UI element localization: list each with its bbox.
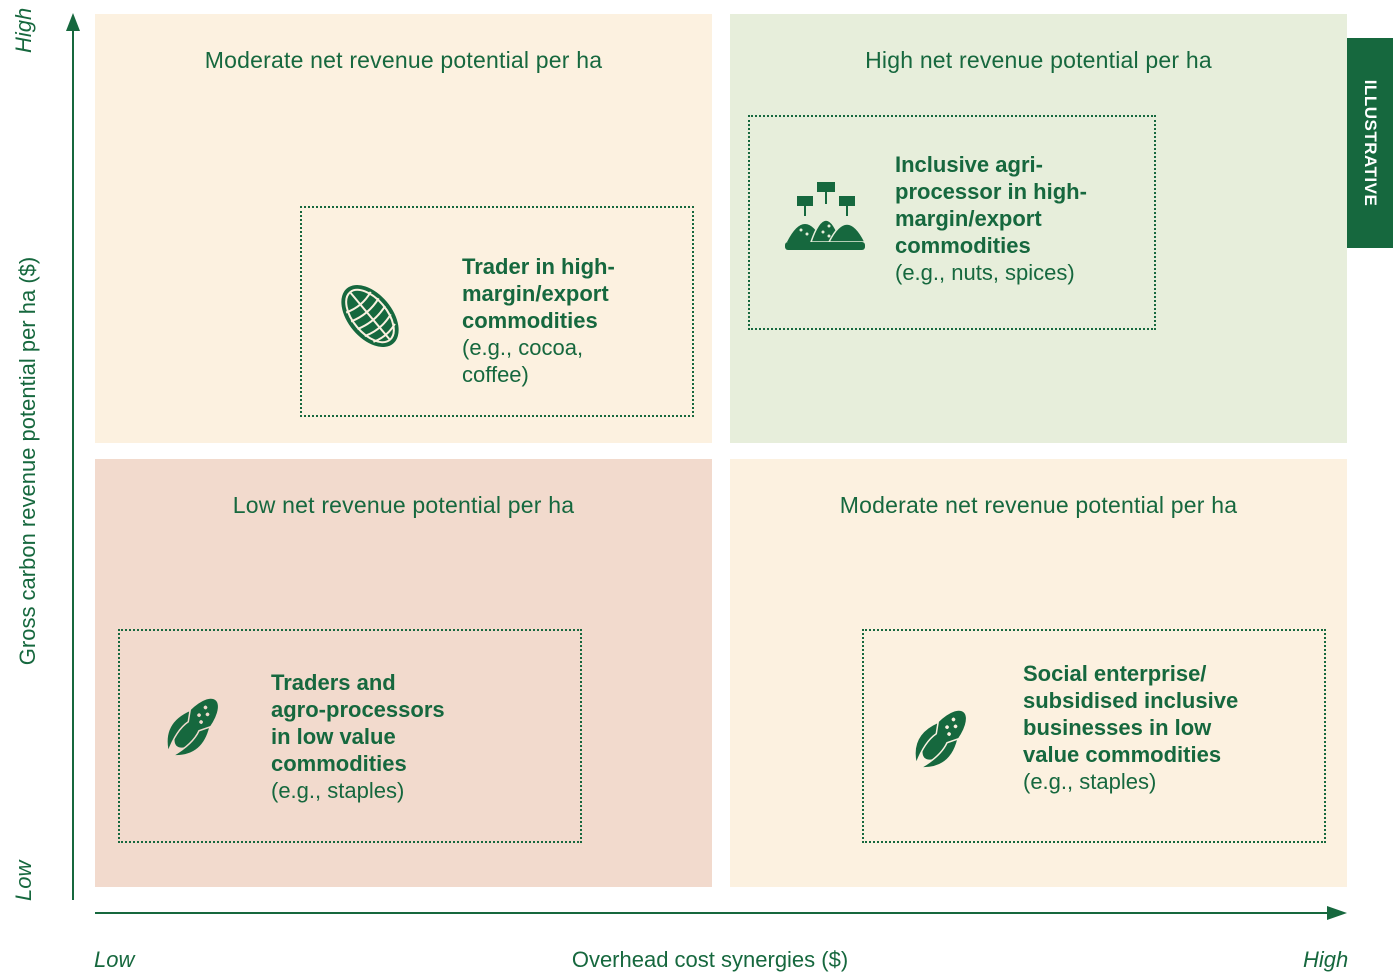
illustrative-label: ILLUSTRATIVE [1361, 79, 1380, 207]
y-axis-high-label: High [11, 7, 36, 53]
business-text-trader: Trader in high- margin/export commoditie… [462, 253, 615, 388]
quadrant-title: Moderate net revenue potential per ha [204, 47, 603, 73]
business-box-social-enterprise [862, 629, 1326, 843]
business-box-inclusive-agri-processor [748, 115, 1156, 330]
quadrant-top-left: Moderate net revenue potential per ha [95, 14, 712, 443]
business-example: (e.g., staples) [1023, 769, 1157, 794]
corn-icon [166, 698, 218, 757]
quadrant-bottom-left: Low net revenue potential per ha [95, 459, 712, 887]
x-axis-title: Overhead cost synergies ($) [571, 947, 849, 972]
quadrant-top-right: High net revenue potential per ha [730, 14, 1347, 443]
y-axis-low-label: Low [11, 860, 36, 901]
quadrant-title: Low net revenue potential per ha [232, 492, 575, 518]
business-example: (e.g., nuts, spices) [895, 260, 1075, 285]
quadrant-title: High net revenue potential per ha [865, 47, 1212, 73]
business-name: Trader in high- margin/export commoditie… [462, 254, 615, 333]
business-name: Traders and agro-processors in low value… [271, 670, 445, 776]
cocoa-pod-icon [341, 285, 399, 347]
spice-piles-icon [785, 182, 867, 250]
business-box-traders-agro-processors [118, 629, 582, 843]
quadrant-title: Moderate net revenue potential per ha [839, 492, 1238, 518]
x-axis-arrowhead [1327, 906, 1347, 920]
quadrant-bottom-right: Moderate net revenue potential per ha [730, 459, 1347, 887]
y-axis-title: Gross carbon revenue potential per ha ($… [15, 256, 40, 666]
y-axis-arrowhead [66, 13, 80, 31]
business-example: (e.g., staples) [271, 778, 405, 803]
business-text-inclusive-agri-processor: Inclusive agri- processor in high- margi… [895, 151, 1087, 286]
business-name: Social enterprise/ subsidised inclusive … [1023, 661, 1239, 767]
business-text-social-enterprise: Social enterprise/ subsidised inclusive … [1023, 660, 1238, 795]
x-axis-high-label: High [1303, 947, 1349, 972]
business-text-traders-agro-processors: Traders and agro-processors in low value… [271, 669, 445, 804]
x-axis-low-label: Low [94, 947, 135, 972]
business-example: (e.g., cocoa, coffee) [462, 335, 584, 387]
business-name: Inclusive agri- processor in high- margi… [895, 152, 1087, 258]
business-box-trader [300, 206, 694, 417]
illustrative-badge: ILLUSTRATIVE [1347, 38, 1393, 248]
corn-icon [914, 710, 966, 769]
